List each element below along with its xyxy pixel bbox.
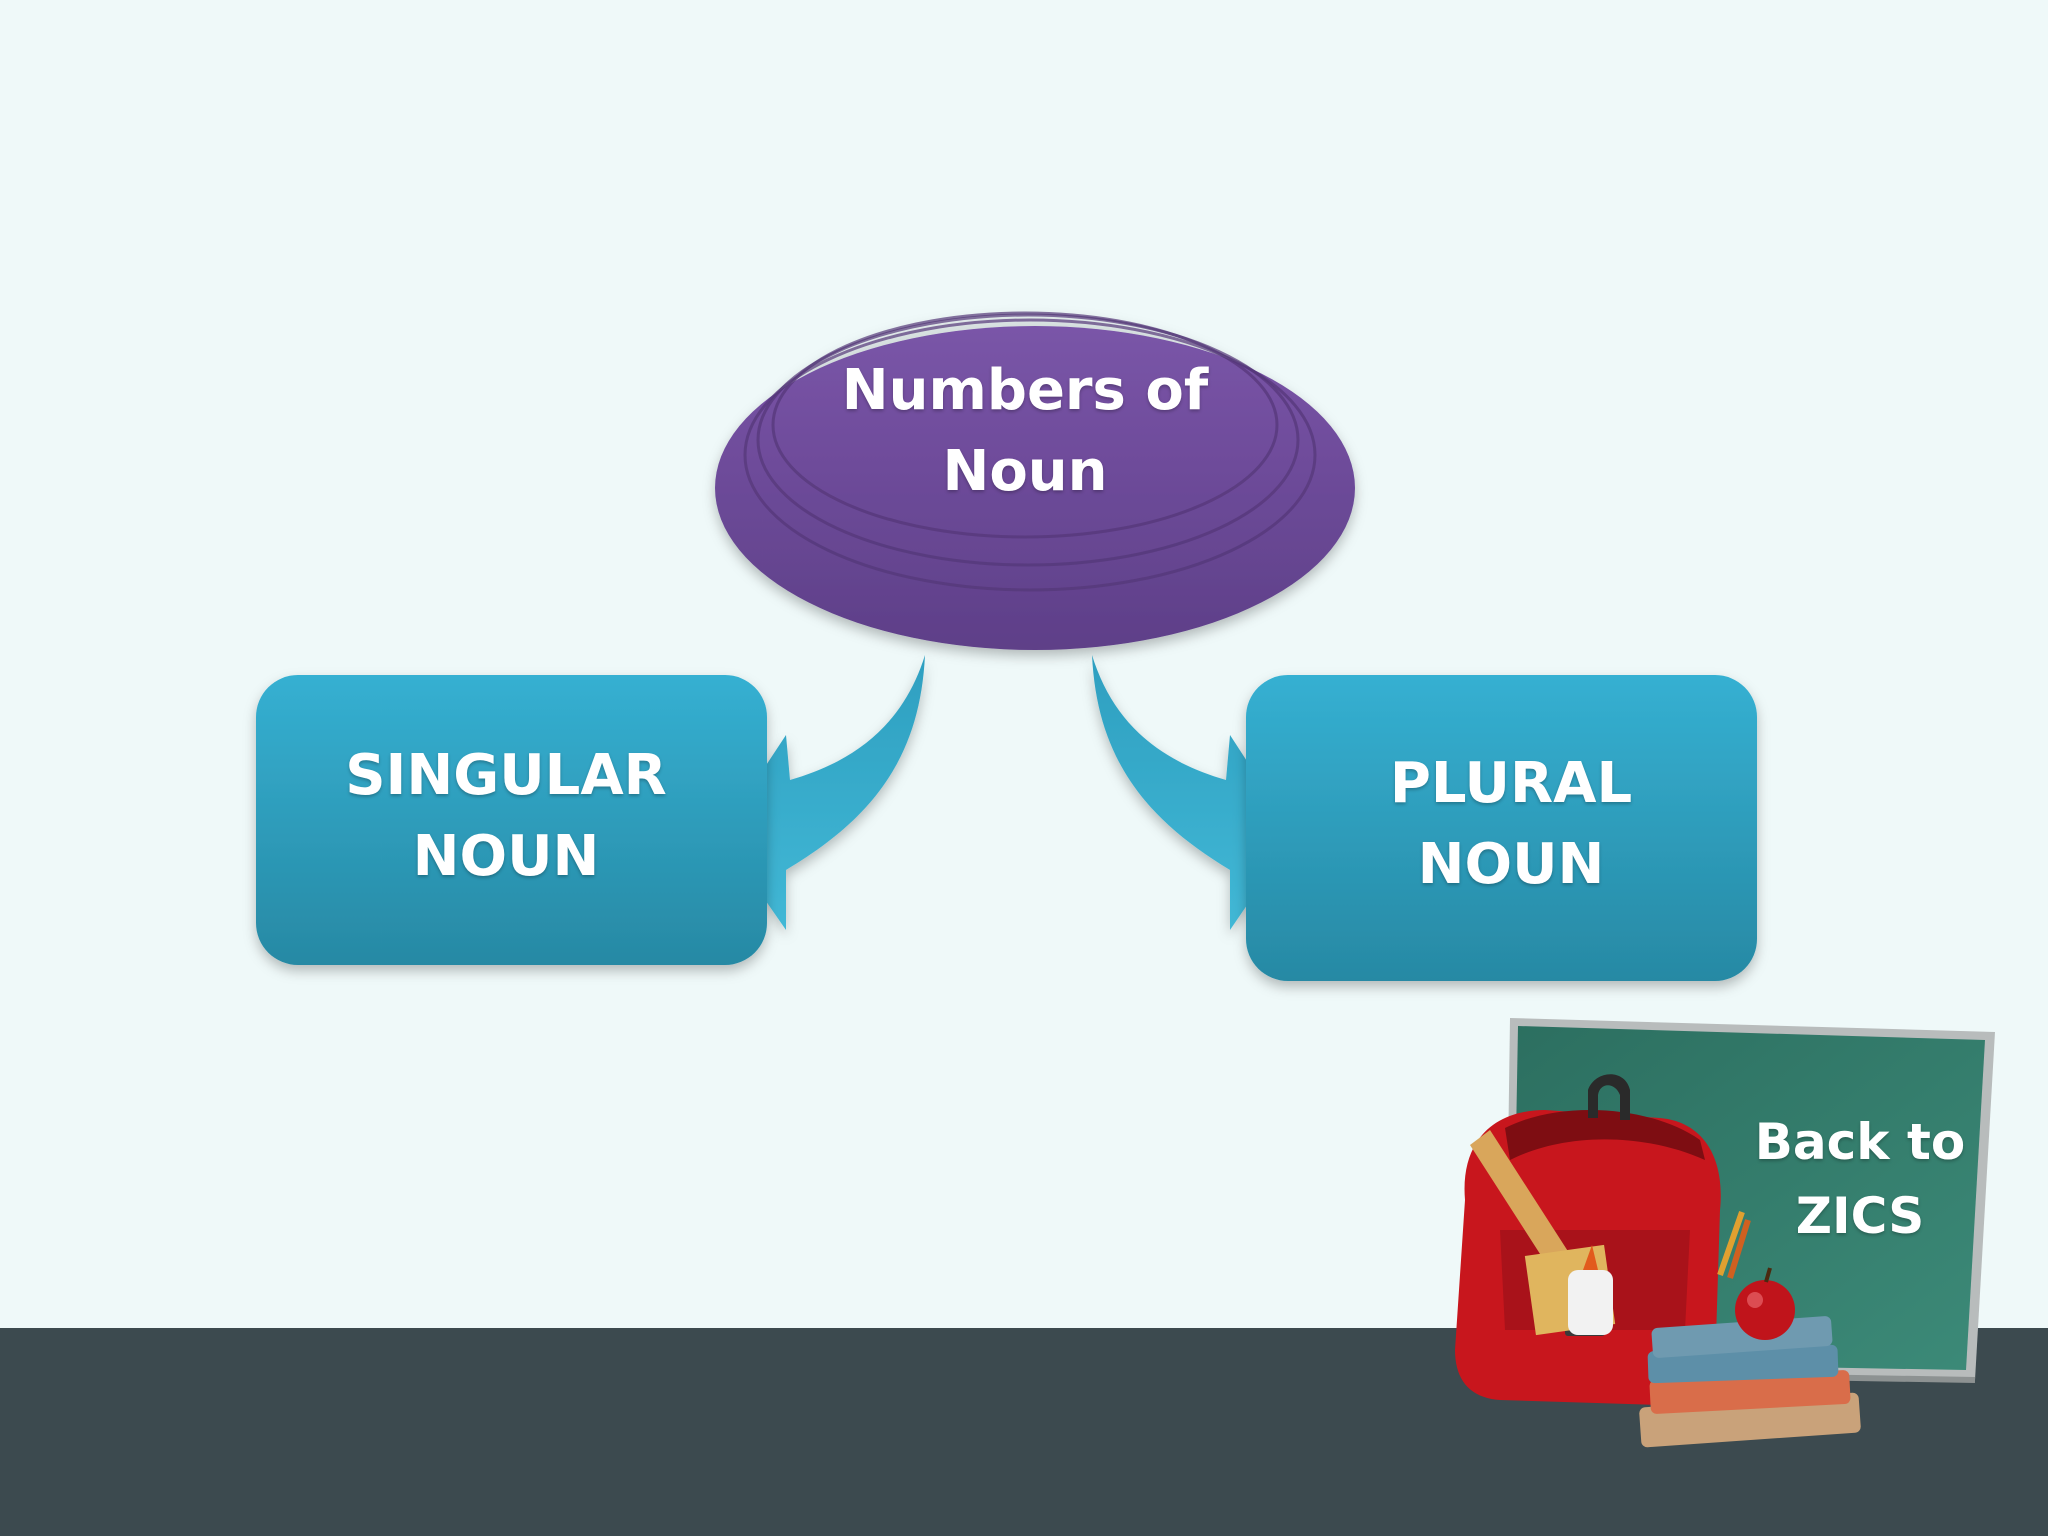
back-to-zics-button[interactable]: Back to ZICS bbox=[1730, 1105, 1990, 1253]
back-line2: ZICS bbox=[1795, 1187, 1925, 1245]
center-title: Numbers of Noun bbox=[780, 350, 1270, 512]
singular-line1: SINGULAR bbox=[345, 743, 667, 808]
center-title-line2: Noun bbox=[942, 439, 1108, 505]
curved-arrow-icon-left bbox=[720, 655, 925, 930]
plural-noun-box bbox=[1246, 675, 1757, 981]
plural-line1: PLURAL bbox=[1389, 751, 1633, 816]
plural-noun-label: PLURAL NOUN bbox=[1246, 743, 1776, 905]
school-backpack-chalkboard-icon[interactable] bbox=[1455, 1018, 1995, 1448]
plural-line2: NOUN bbox=[1417, 832, 1605, 898]
singular-noun-box bbox=[256, 675, 767, 965]
back-line1: Back to bbox=[1754, 1113, 1966, 1171]
center-ellipse bbox=[715, 311, 1355, 650]
curved-arrow-icon-right bbox=[1092, 655, 1295, 930]
singular-noun-label: SINGULAR NOUN bbox=[256, 735, 756, 897]
center-title-line1: Numbers of bbox=[841, 358, 1209, 423]
singular-line2: NOUN bbox=[412, 824, 600, 890]
